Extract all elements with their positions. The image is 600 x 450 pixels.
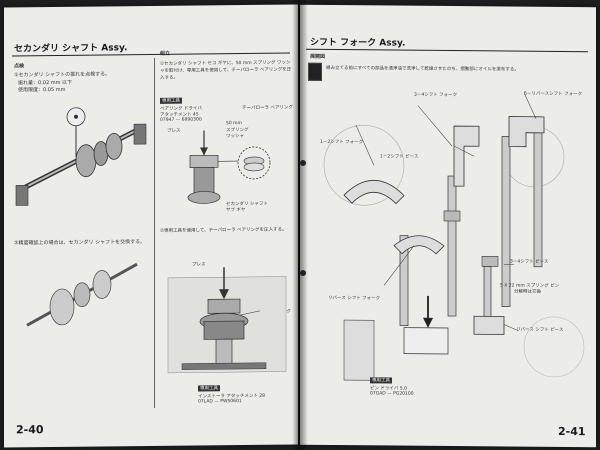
assembly-step-2: ②専用工具を使用して、テーパローラ ベアリングを圧入する。 xyxy=(160,227,287,234)
intro-text: 組み立てる前にすべての部品を清浄油で洗浄して乾燥させたのち、摺動部にオイルを塗布… xyxy=(326,65,519,73)
section-assembly: 組立 xyxy=(160,50,171,57)
press-fit-illustration-2 xyxy=(167,267,287,374)
inspect-limit-2: 使用限度：0.05 mm xyxy=(18,86,66,94)
tool-tag-1: 専用工具 xyxy=(160,97,182,104)
title-rule xyxy=(306,48,588,53)
tool-tag-2: 専用工具 xyxy=(198,385,220,392)
label-tapered-bearing-1: テーパローラ ベアリング xyxy=(242,105,293,112)
column-divider xyxy=(154,57,155,408)
label-reverse-piece: リバース シフト ピース xyxy=(516,327,564,334)
label-3-4-fork: 3－4シフト フォーク xyxy=(414,92,458,99)
note-icon xyxy=(308,62,322,81)
binder-hole xyxy=(300,160,306,166)
press-fit-illustration-1 xyxy=(187,130,271,204)
label-3-4-piece: 3－4シフト ピース xyxy=(510,259,549,265)
left-page-number: 2-40 xyxy=(16,423,44,437)
label-secondary-gear-line2: サブ ギヤ xyxy=(226,208,246,214)
inspect-step-1: ①セカンダリ シャフトの振れを点検する。 xyxy=(14,71,111,79)
inspect-step-2: ②精度確認上の場合は、セカンダリ シャフトを交換する。 xyxy=(14,239,146,247)
label-press-1: プレス xyxy=(167,128,181,134)
right-tool-name-line2: 07GAD — PG20100 xyxy=(370,391,414,397)
binder-hole xyxy=(300,270,306,276)
left-page: セカンダリ シャフト Assy. 点検 ①セカンダリ シャフトの振れを点検する。… xyxy=(4,4,298,448)
label-1-2-fork: 1－2シフト フォーク xyxy=(320,139,364,146)
gear-replace-illustration xyxy=(26,262,138,327)
right-page: シフト フォーク Assy. 展開図 組み立てる前にすべての部品を清浄油で洗浄し… xyxy=(300,4,596,448)
label-spring-pin-line2: 分解時は交換 xyxy=(514,289,541,295)
section-disassembly: 展開図 xyxy=(310,53,326,60)
tool1-name-line3: 07947 — 6890300 xyxy=(160,117,202,123)
right-page-title: シフト フォーク Assy. xyxy=(310,37,406,49)
tool2-name-line2: 07LAD — PW50601 xyxy=(198,399,242,405)
label-1-2-piece: 1－2シフト ピース xyxy=(380,154,419,160)
label-5-reverse-fork: 5－リバースシフト フォーク xyxy=(524,91,583,98)
label-reverse-fork: リバース シフト フォーク xyxy=(328,295,381,302)
binding-gutter xyxy=(292,0,308,450)
section-inspect: 点検 xyxy=(14,63,25,70)
assembly-step-1: ①セカンダリ シャフト セコ ギヤに、50 mm スプリング ワッシャを取付け、… xyxy=(160,60,292,81)
shaft-runout-illustration xyxy=(15,107,147,206)
right-tool-tag: 専用工具 xyxy=(370,377,392,384)
shift-fork-exploded-view xyxy=(323,92,585,381)
left-page-title: セカンダリ シャフト Assy. xyxy=(14,43,128,55)
right-page-number: 2-41 xyxy=(558,424,586,439)
